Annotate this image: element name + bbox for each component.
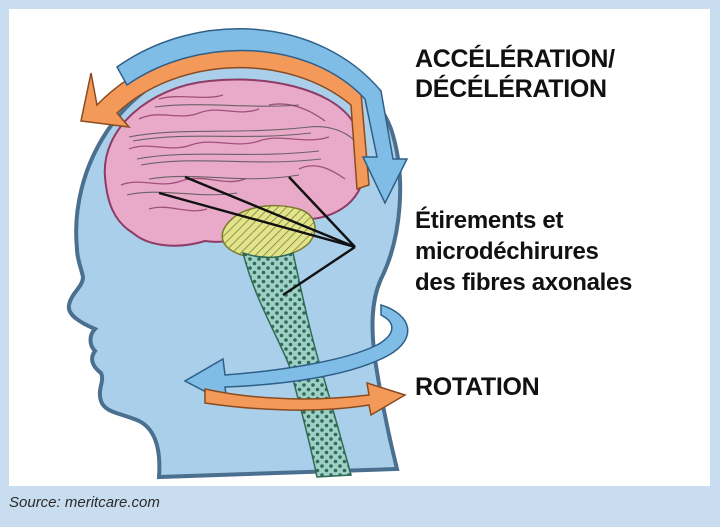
figure-panel: ACCÉLÉRATION/ DÉCÉLÉRATION Étirements et…: [9, 9, 710, 486]
fibres-label-line2: microdéchirures: [415, 236, 632, 267]
acceleration-label-line2: DÉCÉLÉRATION: [415, 74, 615, 104]
acceleration-label-line1: ACCÉLÉRATION/: [415, 44, 615, 74]
rotation-label: ROTATION: [415, 372, 539, 402]
axonal-fibres-label: Étirements et microdéchirures des fibres…: [415, 205, 632, 298]
fibres-label-line1: Étirements et: [415, 205, 632, 236]
acceleration-deceleration-label: ACCÉLÉRATION/ DÉCÉLÉRATION: [415, 44, 615, 104]
source-caption: Source: meritcare.com: [9, 494, 160, 511]
fibres-label-line3: des fibres axonales: [415, 267, 632, 298]
